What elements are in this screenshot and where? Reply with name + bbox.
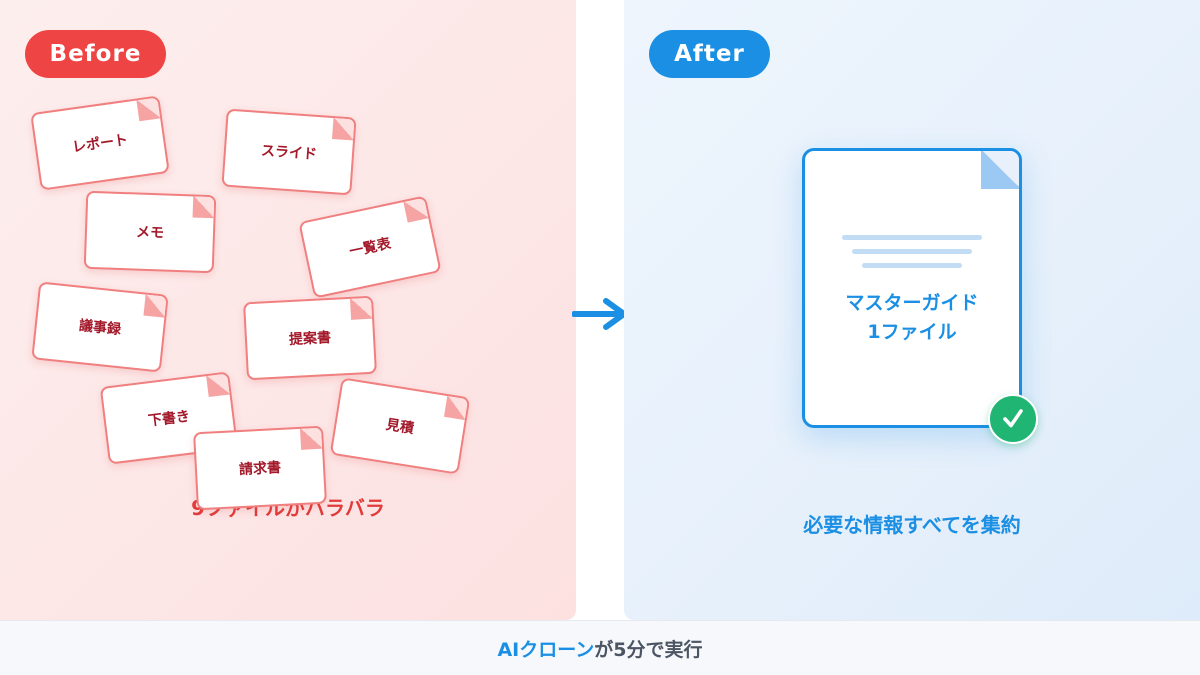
- after-caption: 必要な情報すべてを集約: [803, 513, 1021, 537]
- page-fold-icon: [443, 395, 470, 421]
- file-card-label: 請求書: [238, 459, 282, 479]
- footer-highlight: AIクローン: [497, 638, 595, 661]
- file-card-proposal: 提案書: [243, 295, 377, 381]
- checkmark-icon: [1003, 409, 1023, 428]
- page-fold-icon: [143, 293, 168, 318]
- after-panel: After マスターガイド 1ファイル 必要な情報すべてを集約: [624, 0, 1200, 620]
- file-card-memo: メモ: [83, 190, 217, 274]
- page-fold-icon: [192, 195, 216, 219]
- file-card-invoice: 請求書: [193, 425, 327, 511]
- file-card-list: 一覧表: [298, 195, 442, 299]
- text-line: [852, 249, 972, 254]
- page-fold-icon: [136, 96, 162, 122]
- page-fold-icon: [349, 296, 374, 320]
- file-card-label: 下書き: [147, 408, 191, 430]
- document-title-line1: マスターガイド: [845, 292, 979, 314]
- page-fold-icon: [403, 196, 430, 223]
- document-title-line2: 1ファイル: [867, 321, 957, 343]
- page-fold-icon: [299, 426, 324, 450]
- file-card-slide: スライド: [221, 108, 357, 196]
- file-card-label: スライド: [260, 143, 318, 163]
- file-card-label: メモ: [135, 224, 165, 242]
- file-card-label: 提案書: [288, 329, 332, 349]
- before-badge: Before: [25, 30, 166, 78]
- file-card-label: 見積: [384, 416, 415, 438]
- arrow-right-icon: [572, 298, 627, 330]
- page-fold-icon: [332, 117, 356, 141]
- checkmark-badge: [988, 394, 1038, 444]
- footer-banner: AIクローンが5分で実行: [0, 620, 1200, 675]
- file-card-label: レポート: [71, 132, 129, 156]
- text-line: [842, 235, 982, 240]
- document-title: マスターガイド 1ファイル: [805, 289, 1019, 347]
- page-fold-icon: [206, 372, 231, 398]
- before-panel: Before 9ファイルがバラバラ レポート スライド メモ 一覧表 議事録 提…: [0, 0, 576, 620]
- page-fold-icon: [981, 151, 1019, 189]
- file-card-estimate: 見積: [329, 377, 471, 475]
- text-line: [862, 263, 962, 268]
- after-badge: After: [649, 30, 770, 78]
- file-card-minutes: 議事録: [31, 281, 169, 373]
- file-card-report: レポート: [30, 95, 170, 191]
- file-card-label: 一覧表: [348, 235, 393, 261]
- footer-text: が5分で実行: [594, 638, 703, 661]
- master-document: マスターガイド 1ファイル: [802, 148, 1022, 428]
- file-card-label: 議事録: [78, 317, 122, 339]
